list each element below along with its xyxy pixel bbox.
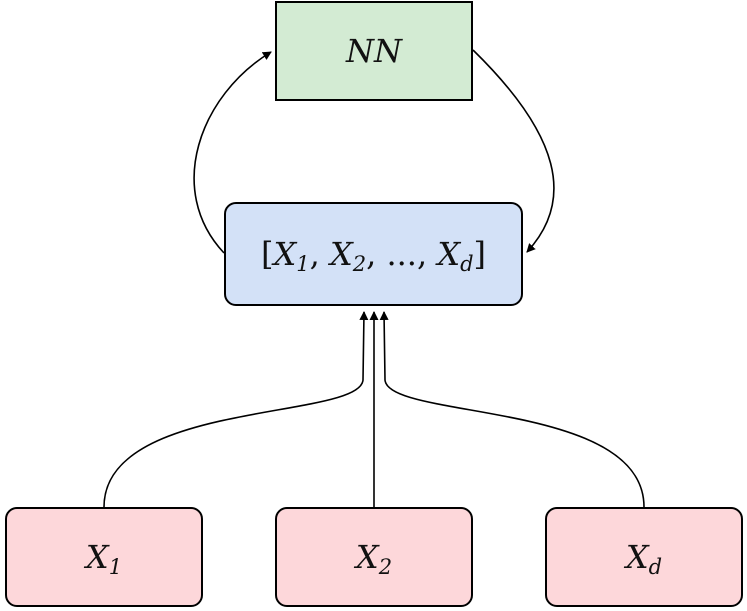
concat-item-1-var: X [273, 235, 297, 273]
input-x2-sub: 2 [378, 555, 393, 579]
input-x2-var: X [355, 538, 379, 576]
input-node-x2: X2 [275, 507, 473, 607]
concat-item-1-sub: 1 [296, 252, 310, 276]
concat-label: [X1, X2, ..., Xd] [260, 235, 487, 276]
concat-open-bracket: [ [260, 235, 274, 273]
concat-item-2-var: X [329, 235, 353, 273]
concat-node: [X1, X2, ..., Xd] [224, 202, 523, 306]
input-node-x1: X1 [5, 507, 203, 607]
input-xd-label: Xd [625, 538, 663, 579]
nn-label: NN [346, 32, 402, 70]
edge-x1-to-concat [103, 311, 369, 508]
concat-item-d-sub: d [460, 252, 474, 276]
input-x1-label: X1 [85, 538, 123, 579]
input-x1-sub: 1 [108, 555, 123, 579]
input-x2-label: X2 [355, 538, 393, 579]
edge-concat-to-nn [193, 51, 272, 254]
concat-ellipsis: ... [386, 235, 417, 273]
concat-close-bracket: ] [473, 235, 487, 273]
concat-item-d-var: X [437, 235, 461, 273]
input-xd-var: X [625, 538, 649, 576]
concat-item-2-sub: 2 [352, 252, 367, 276]
edge-xd-to-concat [379, 311, 645, 508]
input-node-xd: Xd [545, 507, 743, 607]
input-xd-sub: d [648, 555, 663, 579]
input-x1-var: X [85, 538, 109, 576]
nn-node: NN [275, 1, 473, 101]
edge-nn-to-concat [472, 49, 555, 253]
